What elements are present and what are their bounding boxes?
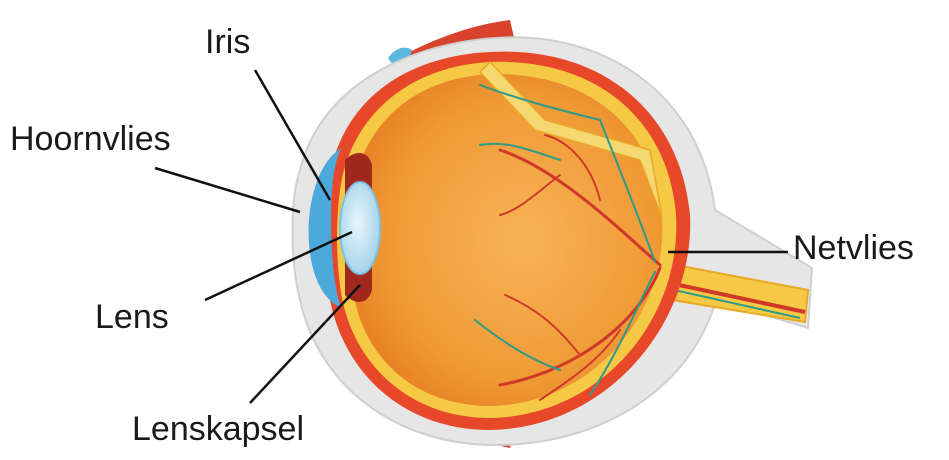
label-hoornvlies: Hoornvlies [10, 122, 171, 156]
lens [340, 182, 380, 274]
label-lens: Lens [95, 300, 169, 334]
label-netvlies: Netvlies [793, 231, 914, 265]
label-iris: Iris [205, 25, 250, 59]
leader-hoornvlies [155, 168, 300, 212]
label-lenskapsel: Lenskapsel [132, 412, 304, 446]
